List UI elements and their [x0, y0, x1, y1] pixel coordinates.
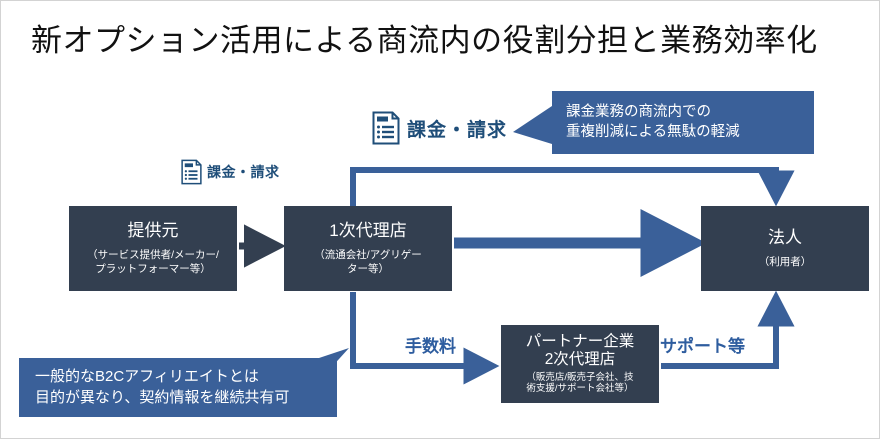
entity-subtitle: （流通会社/アグリゲー ター等）: [308, 249, 427, 275]
connector-agency1-to-corp-top: [350, 167, 795, 207]
entity-subtitle-line1: （流通会社/アグリゲー: [314, 249, 422, 262]
entity-subtitle: （サービス提供者/メーカー/ プラットフォーマー等）: [81, 249, 225, 275]
entity-title: 法人: [768, 227, 802, 247]
entity-subtitle: （利用者）: [753, 256, 818, 269]
chip-label: 課金・請求: [207, 164, 280, 180]
entity-subtitle: （販売店/販売子会社、技 術支援/サポート会社等）: [520, 372, 639, 395]
chip-billing-large: 課金・請求: [372, 111, 507, 145]
callout-affiliate-note: 一般的なB2Cアフィリエイトとは 目的が異なり、契約情報を継続共有可: [19, 358, 337, 417]
callout-text: 一般的なB2Cアフィリエイトとは 目的が異なり、契約情報を継続共有可: [35, 367, 289, 408]
callout-line2: 重複削減による無駄の軽減: [566, 123, 740, 140]
chip-label: 課金・請求: [407, 119, 508, 141]
entity-subtitle-line2: プラットフォーマー等）: [95, 262, 211, 275]
entity-box-partner[interactable]: パートナー企業 2次代理店 （販売店/販売子会社、技 術支援/サポート会社等）: [501, 325, 659, 403]
callout-text: 課金業務の商流内での 重複削減による無駄の軽減: [566, 103, 740, 142]
entity-title: 1次代理店: [329, 221, 407, 241]
chip-billing-small: 課金・請求: [181, 159, 280, 185]
entity-subtitle-line2: 術支援/サポート会社等）: [526, 383, 634, 395]
entity-title-line2: 2次代理店: [544, 350, 616, 368]
entity-subtitle-line1: （利用者）: [758, 255, 812, 268]
callout-line2: 目的が異なり、契約情報を継続共有可: [35, 388, 290, 406]
callout-line1: 課金業務の商流内での: [566, 103, 711, 120]
edge-label-support: サポート等: [660, 337, 745, 356]
entity-subtitle-line1: （販売店/販売子会社、技: [526, 371, 634, 383]
callout-line1: 一般的なB2Cアフィリエイトとは: [35, 368, 259, 386]
callout-billing-tail: [513, 106, 552, 144]
page-title: 新オプション活用による商流内の役割分担と業務効率化: [31, 23, 818, 58]
entity-box-provider[interactable]: 提供元 （サービス提供者/メーカー/ プラットフォーマー等）: [69, 206, 237, 291]
entity-title-line1: パートナー企業: [525, 333, 635, 351]
edge-label-fee: 手数料: [405, 337, 456, 356]
entity-title: 提供元: [127, 221, 179, 241]
invoice-icon: [181, 159, 202, 185]
invoice-icon: [372, 111, 400, 145]
entity-subtitle-line1: （サービス提供者/メーカー/: [87, 249, 219, 262]
entity-subtitle-line2: ター等）: [347, 262, 389, 275]
callout-billing-note: 課金業務の商流内での 重複削減による無駄の軽減: [552, 91, 814, 154]
entity-box-corporation[interactable]: 法人 （利用者）: [701, 206, 869, 291]
entity-box-agency1[interactable]: 1次代理店 （流通会社/アグリゲー ター等）: [284, 206, 452, 291]
